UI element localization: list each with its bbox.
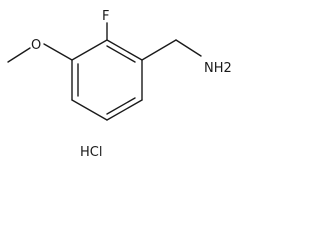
hydrochloride-salt-label: HCl	[80, 145, 102, 160]
fluorine-atom-label: F	[102, 9, 109, 24]
amine-group-label: NH2	[204, 61, 232, 76]
bond-c3-oxygen	[43, 43, 73, 61]
ring-bond-c5-c6	[106, 99, 143, 121]
oxygen-atom-label: O	[31, 38, 41, 53]
chemical-structure-diagram: F O NH2 HCl	[7, 9, 232, 160]
bond-ch2-nitrogen	[175, 39, 202, 57]
ring-double-bond-c5-c6	[106, 97, 136, 115]
bond-c1-ch2	[141, 39, 177, 61]
ring-bond-c2-c3	[71, 39, 108, 61]
ring-bond-c4-c5	[71, 99, 108, 121]
bond-oxygen-methyl	[7, 47, 31, 63]
ring-double-bond-c1-c2	[106, 45, 136, 63]
ring-bond-c1-c2	[106, 39, 143, 61]
